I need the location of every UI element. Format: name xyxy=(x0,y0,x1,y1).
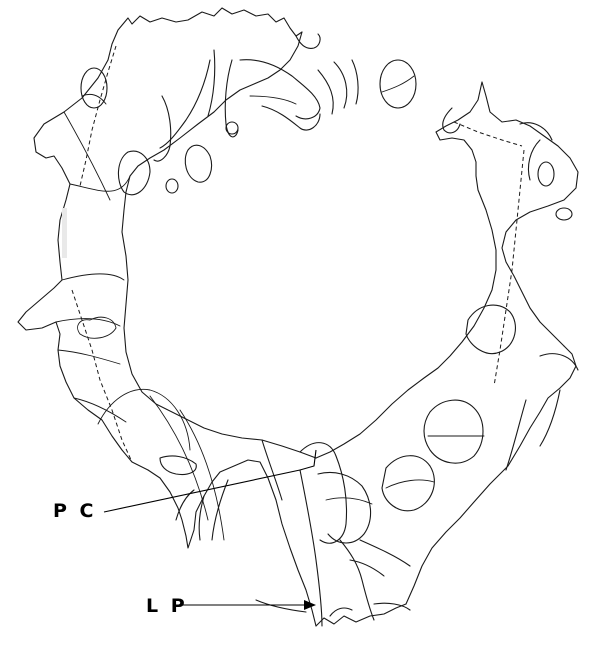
label-pc: P C xyxy=(53,500,96,522)
right-side-structures xyxy=(443,108,578,470)
dashed-right-top xyxy=(454,122,522,146)
ring-inner-outline xyxy=(122,32,496,458)
left-highlight-band xyxy=(62,208,67,258)
lower-structures xyxy=(160,400,484,626)
label-lp-group: L P xyxy=(146,595,316,617)
dashed-left-bottom xyxy=(72,290,132,462)
dashed-left-top xyxy=(80,46,116,186)
left-segment-lines xyxy=(56,112,224,540)
upper-left-cavities xyxy=(81,50,238,195)
label-lp: L P xyxy=(146,595,188,617)
label-pc-group: P C xyxy=(53,450,316,522)
upper-middle-structures xyxy=(240,34,416,130)
